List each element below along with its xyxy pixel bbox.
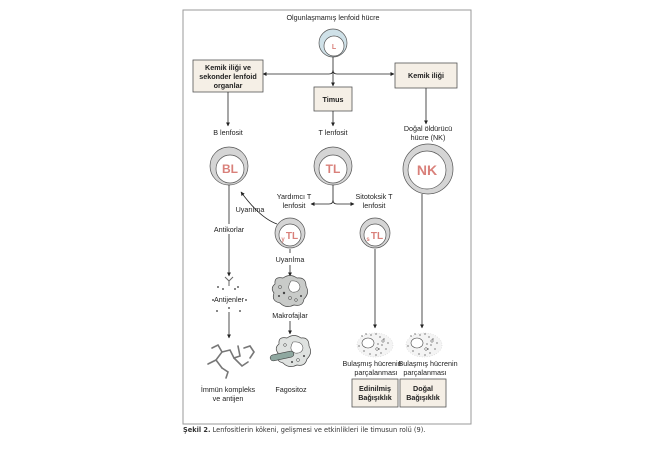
svg-text:TL: TL — [326, 162, 341, 176]
stimulation-label-2: Uyarılma — [276, 255, 305, 264]
phagocytosis-icon — [269, 335, 311, 367]
svg-text:BL: BL — [222, 162, 238, 176]
figure-caption-text: Lenfositlerin kökeni, gelişmesi ve etkin… — [210, 426, 426, 434]
lysis-right-line2: parçalanması — [403, 368, 446, 377]
stimulation-label-1: Uyarılma — [236, 205, 265, 214]
lysed-cell-icon-left — [356, 332, 394, 358]
svg-text:Edinilmiş: Edinilmiş — [359, 384, 391, 393]
svg-text:sekonder lenfoid: sekonder lenfoid — [199, 72, 257, 81]
helper-t-title-line2: lenfosit — [283, 201, 306, 210]
t-lymphocyte-cell: TL — [313, 146, 353, 186]
b-lymphocyte-cell: BL — [209, 146, 249, 186]
svg-text:TL: TL — [286, 231, 298, 242]
antigen-dots — [212, 286, 247, 312]
svg-text:Doğal: Doğal — [413, 384, 433, 393]
lysis-right-line1: Bulaşmış hücrenin — [398, 359, 457, 368]
b-lymphocyte-title: B lenfosit — [213, 128, 243, 137]
svg-text:Bağışıklık: Bağışıklık — [358, 393, 392, 402]
root-cell-label: L — [332, 44, 337, 51]
figure-caption-prefix: Şekil 2. — [183, 426, 211, 434]
box-acquired-immunity: Edinilmiş Bağışıklık — [351, 378, 399, 408]
svg-text:NK: NK — [417, 162, 437, 178]
immune-complex-label-line1: İmmün kompleks — [201, 385, 256, 394]
antibodies-label: Antikorlar — [214, 225, 245, 234]
svg-text:TL: TL — [371, 231, 383, 242]
cytotoxic-t-title-line1: Sitotoksik T — [355, 192, 393, 201]
svg-text:organlar: organlar — [214, 81, 243, 90]
t-lymphocyte-title: T lenfosit — [318, 128, 347, 137]
svg-text:s: s — [366, 237, 370, 243]
box-bone-marrow-secondary-organs: Kemik iliği ve sekonder lenfoid organlar — [192, 59, 264, 93]
helper-t-cell: y TL — [274, 217, 306, 249]
svg-text:Bağışıklık: Bağışıklık — [406, 393, 440, 402]
nk-cell-title-line1: Doğal öldürücü — [404, 124, 452, 133]
svg-text:Kemik iliği: Kemik iliği — [408, 71, 444, 80]
immune-complex-label-line2: ve antijen — [213, 394, 244, 403]
box-thymus: Timus — [313, 86, 353, 112]
root-cell: L — [318, 28, 348, 58]
svg-text:Kemik iliği ve: Kemik iliği ve — [205, 63, 251, 72]
arrow-stimulation-to-b — [240, 191, 278, 225]
nk-cell: NK — [402, 143, 454, 195]
lysed-cell-icon-right — [405, 332, 443, 358]
box-innate-immunity: Doğal Bağışıklık — [399, 378, 447, 408]
svg-text:y: y — [281, 237, 285, 243]
macrophage-icon — [271, 275, 308, 307]
phagocytosis-label: Fagositoz — [275, 385, 307, 394]
root-cell-title: Olgunlaşmamış lenfoid hücre — [286, 13, 379, 22]
box-bone-marrow: Kemik iliği — [394, 62, 458, 89]
lysis-left-line1: Bulaşmış hücrenin — [342, 359, 401, 368]
svg-text:Timus: Timus — [322, 95, 343, 104]
antigens-label: Antijenler — [214, 295, 245, 304]
immune-complex-icon — [207, 343, 255, 379]
antibody-icon — [224, 276, 234, 286]
helper-t-title-line1: Yardımcı T — [277, 192, 312, 201]
nk-cell-title-line2: hücre (NK) — [411, 133, 446, 142]
macrophages-label: Makrofajlar — [272, 311, 308, 320]
cytotoxic-t-title-line2: lenfosit — [363, 201, 386, 210]
lysis-left-line2: parçalanması — [354, 368, 397, 377]
cytotoxic-t-cell: s TL — [359, 217, 391, 249]
figure-caption: Şekil 2. Lenfositlerin kökeni, gelişmesi… — [183, 426, 425, 434]
arrow-to-cytotoxic-t — [332, 199, 355, 206]
